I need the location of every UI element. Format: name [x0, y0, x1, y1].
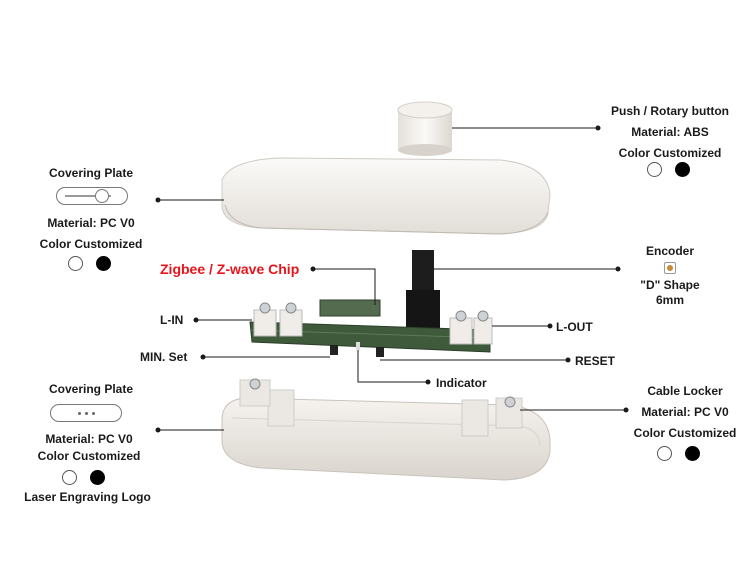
rotary-knob	[397, 101, 453, 156]
button-material: Material: ABS	[631, 125, 709, 139]
encoder-d-shape-icon	[664, 262, 676, 274]
encoder-shaft	[406, 250, 440, 330]
color-swatch-black	[96, 256, 111, 271]
callout-button: Push / Rotary button Material: ABS Color…	[600, 104, 740, 161]
l-in-label: L-IN	[160, 313, 184, 327]
cable-locker-title: Cable Locker	[647, 384, 723, 398]
chip-label: Zigbee / Z-wave Chip	[160, 261, 300, 277]
bottom-plate-material: Material: PC V0	[45, 432, 133, 446]
min-set-label: MIN. Set	[140, 350, 188, 364]
bottom-plate-color: Color Customized	[37, 449, 141, 463]
cable-locker-material: Material: PC V0	[641, 405, 729, 419]
callout-top-plate-specs: Material: PC V0 Color Customized	[20, 216, 162, 252]
color-swatch-white	[62, 470, 77, 485]
callout-top-plate: Covering Plate	[20, 166, 162, 181]
encoder-size: 6mm	[655, 293, 684, 307]
top-plate-color: Color Customized	[39, 237, 143, 251]
top-plate-material: Material: PC V0	[47, 216, 135, 230]
encoder-shape: "D" Shape	[640, 278, 700, 292]
color-swatch-white	[647, 162, 662, 177]
bottom-plate-logo: Laser Engraving Logo	[24, 490, 151, 504]
callout-cable-locker: Cable Locker Material: PC V0 Color Custo…	[620, 384, 750, 441]
leader-lines	[158, 127, 626, 431]
callout-bottom-plate: Covering Plate	[20, 382, 162, 397]
color-swatch-white	[657, 446, 672, 461]
button-color: Color Customized	[618, 146, 722, 160]
reset-label: RESET	[575, 354, 616, 368]
bottom-plate-title: Covering Plate	[48, 382, 134, 396]
bottom-plate-outline-icon	[50, 404, 122, 422]
leader-dots	[155, 125, 629, 433]
indicator-label: Indicator	[436, 376, 487, 390]
bottom-cover-shape	[221, 378, 551, 481]
callout-bottom-plate-specs: Material: PC V0 Color Customized	[18, 432, 160, 464]
top-plate-outline-icon	[56, 187, 128, 205]
top-plate-title: Covering Plate	[48, 166, 134, 180]
encoder-title: Encoder	[645, 244, 694, 258]
color-swatch-black	[90, 470, 105, 485]
top-cover-shape	[221, 157, 551, 235]
color-swatch-black	[685, 446, 700, 461]
cable-locker-color: Color Customized	[633, 426, 737, 440]
color-swatch-black	[675, 162, 690, 177]
l-out-label: L-OUT	[556, 320, 593, 334]
button-title: Push / Rotary button	[611, 104, 729, 118]
pcb-board	[249, 299, 493, 357]
color-swatch-white	[68, 256, 83, 271]
